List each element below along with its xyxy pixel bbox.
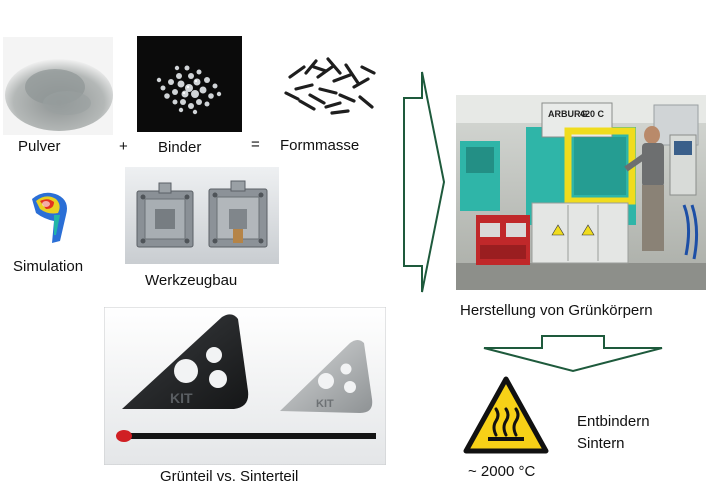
parts-comparison-image: KIT KIT (104, 307, 386, 465)
green-part-logo-text: KIT (170, 390, 193, 406)
comparison-label: Grünteil vs. Sinterteil (160, 468, 299, 485)
debind-label: Entbindern (577, 413, 650, 430)
feedstock-label: Formmasse (280, 137, 360, 154)
down-arrow-icon (480, 334, 666, 374)
plus-sign: + (119, 138, 128, 155)
simulation-label: Simulation (13, 258, 84, 275)
toolmaking-label: Werkzeugbau (145, 272, 238, 289)
sintered-part-logo-text: KIT (316, 398, 334, 410)
binder-image (137, 36, 242, 132)
green-production-label: Herstellung von Grünkörpern (460, 302, 653, 319)
machine-brand-text: ARBURG (548, 109, 588, 119)
machine-model-text: 420 C (580, 109, 605, 119)
feedstock-image (270, 37, 388, 129)
injection-machine-image: ARBURG 420 C (456, 95, 706, 290)
right-arrow-icon (398, 70, 448, 295)
equals-sign: = (251, 136, 260, 153)
toolmaking-image (125, 167, 279, 264)
binder-label: Binder (158, 139, 202, 156)
temperature-label: ~ 2000 °C (468, 463, 536, 480)
powder-label: Pulver (18, 138, 61, 155)
simulation-image (24, 185, 82, 247)
hot-surface-warning-icon (462, 375, 550, 457)
powder-image (3, 37, 113, 135)
sinter-label: Sintern (577, 435, 625, 452)
